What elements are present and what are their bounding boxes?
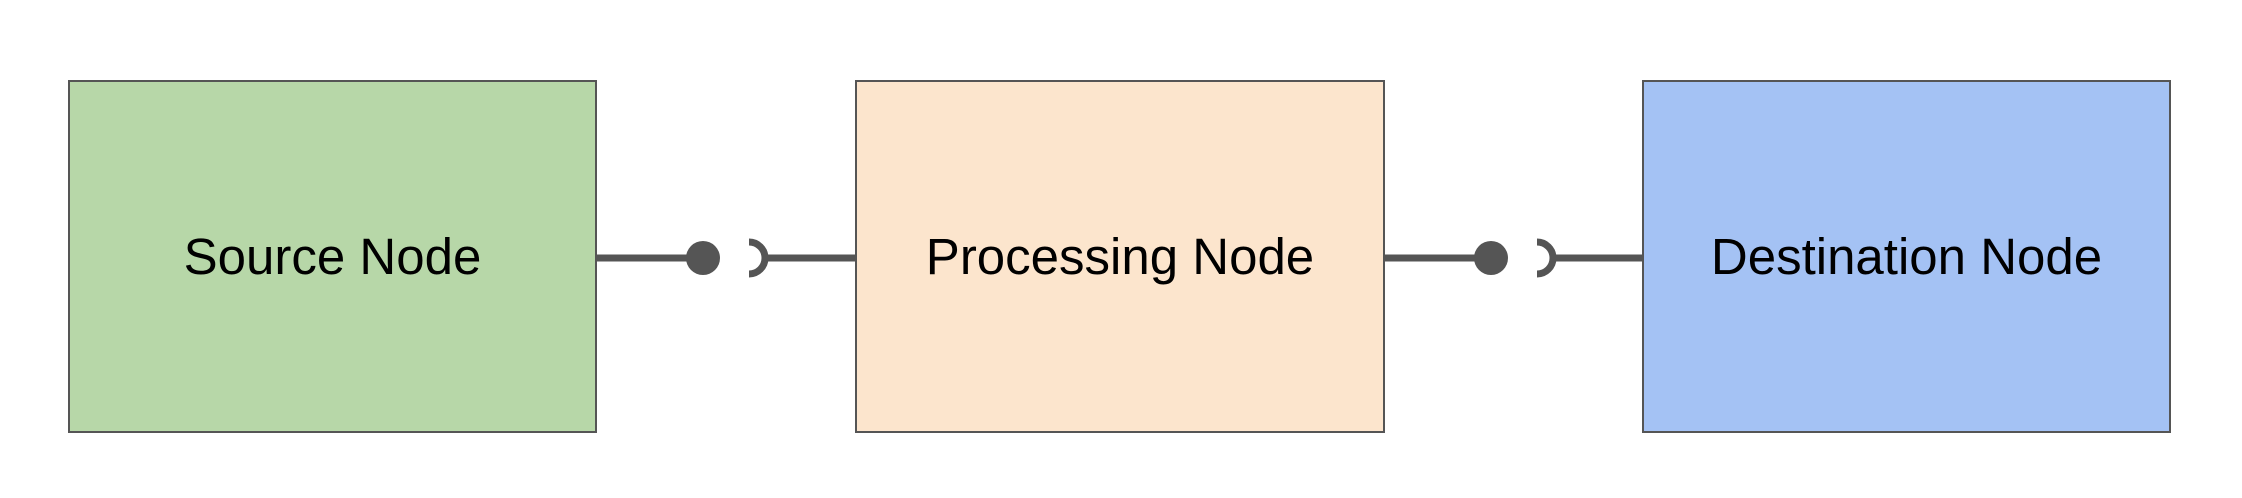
processing-node-label: Processing Node xyxy=(925,228,1315,285)
ball-icon xyxy=(686,241,720,275)
destination-node-label: Destination Node xyxy=(1710,228,2103,285)
connector-source-to-processing xyxy=(597,238,855,278)
ball-icon xyxy=(1474,241,1508,275)
socket-icon xyxy=(748,238,769,278)
source-node-label: Source Node xyxy=(183,228,482,285)
socket-icon xyxy=(1536,238,1557,278)
destination-node[interactable]: Destination Node xyxy=(1642,80,2171,433)
connector-processing-to-destination xyxy=(1385,238,1642,278)
processing-node[interactable]: Processing Node xyxy=(855,80,1385,433)
source-node[interactable]: Source Node xyxy=(68,80,597,433)
